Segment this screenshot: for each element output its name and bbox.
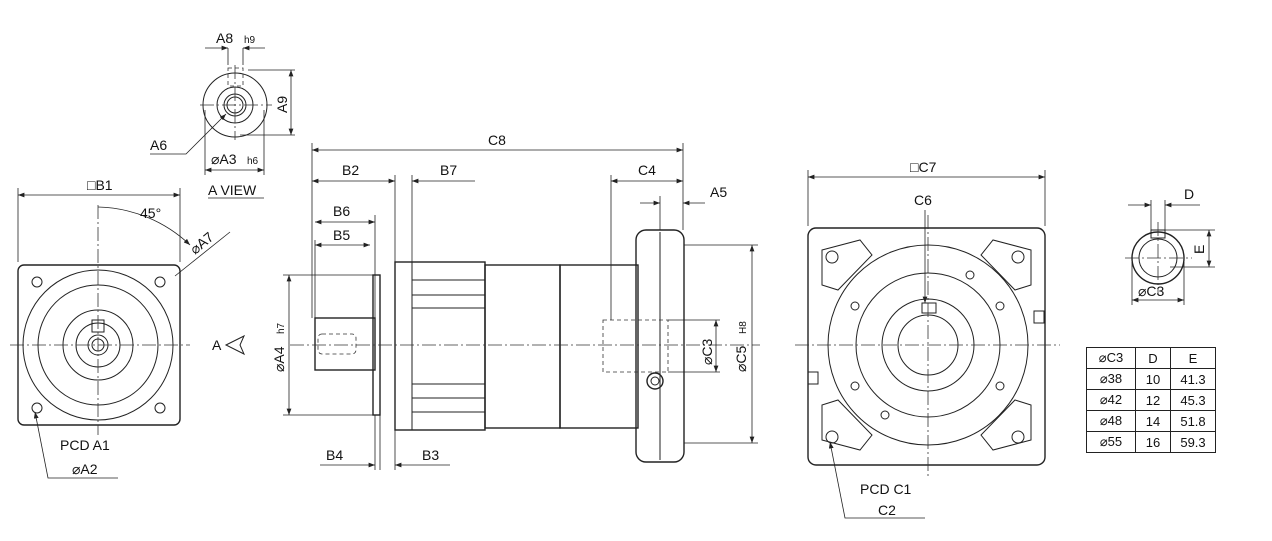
- angle-label: 45°: [140, 205, 161, 221]
- side-view: C8 B2 B7 C4 A5 B6 B5 ⌀A4 h7 ⌀C3 ⌀C5 H8 B…: [271, 132, 760, 470]
- input-flange-view: □B1 45° ⌀A7 PCD A1 ⌀A2 A: [10, 177, 246, 479]
- table-row: ⌀38 10 41.3: [1086, 368, 1216, 390]
- b4-label: B4: [326, 447, 343, 463]
- b1-label: □B1: [87, 177, 113, 193]
- table-cell: 14: [1135, 410, 1171, 432]
- view-arrow-label: A: [212, 337, 222, 353]
- table-cell: 10: [1135, 368, 1171, 390]
- c5-label: ⌀C5: [733, 345, 749, 372]
- a6-label: A6: [150, 137, 167, 153]
- table-cell: 51.8: [1170, 410, 1216, 432]
- pcd-a1-label: PCD A1: [60, 437, 110, 453]
- table-row: ⌀42 12 45.3: [1086, 389, 1216, 411]
- table-header-row: ⌀C3 D E: [1086, 347, 1216, 369]
- table-cell: 41.3: [1170, 368, 1216, 390]
- table-cell: 45.3: [1170, 389, 1216, 411]
- table-header: ⌀C3: [1086, 347, 1136, 369]
- a4-label: ⌀A4: [271, 346, 287, 372]
- a8-label: A8: [216, 30, 233, 46]
- c5-tolerance: H8: [738, 321, 749, 334]
- a3-label: ⌀A3: [211, 151, 237, 167]
- a-view-title: A VIEW: [208, 182, 257, 198]
- a9-label: A9: [274, 96, 290, 113]
- keyway-view: D E ⌀C3: [1125, 186, 1215, 305]
- table-cell: ⌀48: [1086, 410, 1136, 432]
- table-row: ⌀55 16 59.3: [1086, 431, 1216, 453]
- table-header: E: [1170, 347, 1216, 369]
- c6-label: C6: [914, 192, 932, 208]
- table-row: ⌀48 14 51.8: [1086, 410, 1216, 432]
- a8-tolerance: h9: [244, 35, 256, 46]
- pcd-c1-label: PCD C1: [860, 481, 912, 497]
- c8-label: C8: [488, 132, 506, 148]
- c7-label: □C7: [910, 159, 937, 175]
- table-cell: 12: [1135, 389, 1171, 411]
- b7-label: B7: [440, 162, 457, 178]
- d-label: D: [1184, 186, 1194, 202]
- table-cell: ⌀38: [1086, 368, 1136, 390]
- b6-label: B6: [333, 203, 350, 219]
- a7-label: ⌀A7: [187, 228, 217, 257]
- c2-label: C2: [878, 502, 896, 518]
- output-flange-view: □C7 C6 PCD C1 C2: [795, 159, 1060, 519]
- a2-label: ⌀A2: [72, 461, 98, 477]
- b5-label: B5: [333, 227, 350, 243]
- table-cell: 59.3: [1170, 431, 1216, 453]
- shaft-dimension-table: ⌀C3 D E ⌀38 10 41.3 ⌀42 12 45.3 ⌀48 14 5…: [1086, 347, 1216, 453]
- a-view: A8 h9 A9 A6 ⌀A3 h6 A VIEW: [150, 30, 295, 199]
- b3-label: B3: [422, 447, 439, 463]
- c4-label: C4: [638, 162, 656, 178]
- table-cell: ⌀55: [1086, 431, 1136, 453]
- a5-label: A5: [710, 184, 727, 200]
- table-cell: 16: [1135, 431, 1171, 453]
- a4-tolerance: h7: [276, 322, 287, 334]
- e-label: E: [1191, 245, 1207, 254]
- b2-label: B2: [342, 162, 359, 178]
- table-header: D: [1135, 347, 1171, 369]
- table-cell: ⌀42: [1086, 389, 1136, 411]
- c3-label: ⌀C3: [699, 338, 715, 365]
- keyway-c3-label: ⌀C3: [1138, 283, 1165, 299]
- a3-tolerance: h6: [247, 156, 259, 167]
